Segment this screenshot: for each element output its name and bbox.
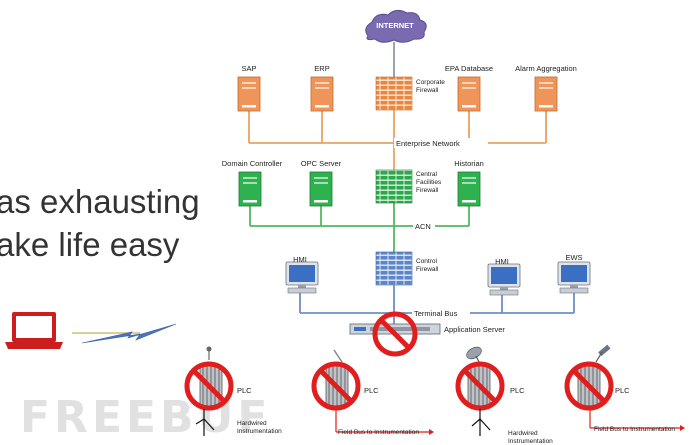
- plc-4: PLC Field Bus to Instrumentation: [564, 344, 685, 433]
- server-historian-label: Historian: [454, 159, 484, 168]
- corporate-firewall-icon: [375, 76, 413, 111]
- internet-label: INTERNET: [376, 21, 414, 30]
- server-alarm-aggregation-icon: [534, 76, 558, 112]
- plc-3: PLC Hardwired Instrumentation: [455, 346, 553, 445]
- satellite-dish-icon: [466, 346, 482, 365]
- server-opc-icon: [309, 171, 333, 207]
- central-facilities-firewall-label-2: Facilities: [416, 179, 442, 186]
- plc-1-label: PLC: [237, 386, 252, 395]
- control-firewall-icon: [375, 251, 413, 286]
- plc-3-hardwired-label-1: Hardwired: [508, 430, 538, 437]
- no-symbol-icon: [372, 311, 418, 357]
- workstation-hmi-right-label: HMI: [495, 257, 509, 266]
- terminal-bus-label: Terminal Bus: [414, 309, 458, 318]
- server-sap-label: SAP: [241, 64, 256, 73]
- acn-label: ACN: [415, 222, 431, 231]
- server-epa-database-icon: [457, 76, 481, 112]
- plc-2-label: PLC: [364, 386, 379, 395]
- corporate-firewall-label-2: Firewall: [416, 87, 439, 94]
- internet-cloud-icon: INTERNET: [365, 9, 427, 43]
- workstation-ews-icon: [557, 261, 591, 294]
- workstation-hmi-right-icon: [487, 263, 521, 296]
- corporate-firewall-label-1: Corporate: [416, 79, 445, 86]
- satellite-icon: [595, 344, 611, 363]
- terminal-bus-lines: [299, 285, 575, 328]
- workstation-ews-label: EWS: [565, 253, 582, 262]
- workstation-hmi-left-icon: [285, 261, 319, 294]
- plc-1: PLC Hardwired Instrumentation: [184, 346, 282, 436]
- slide-text-line-1: as exhausting: [0, 183, 200, 220]
- control-firewall-label-2: Firewall: [416, 266, 439, 273]
- server-historian-icon: [457, 171, 481, 207]
- application-server-label: Application Server: [444, 325, 505, 334]
- server-alarm-aggregation-label: Alarm Aggregation: [515, 64, 577, 73]
- server-erp-label: ERP: [314, 64, 329, 73]
- lightning-icon: [81, 323, 177, 344]
- central-facilities-firewall-label-3: Firewall: [416, 187, 439, 194]
- enterprise-network-label: Enterprise Network: [396, 139, 460, 148]
- workstation-hmi-left-label: HMI: [293, 255, 307, 264]
- server-erp-icon: [310, 76, 334, 112]
- plc-3-hardwired-label-2: Instrumentation: [508, 438, 553, 445]
- central-facilities-firewall-icon: [375, 169, 413, 204]
- server-sap-icon: [237, 76, 261, 112]
- laptop-icon: [5, 312, 63, 349]
- server-domain-controller-icon: [238, 171, 262, 207]
- server-epa-database-label: EPA Database: [445, 64, 493, 73]
- slide-text-line-2: ake life easy: [0, 226, 180, 263]
- server-opc-label: OPC Server: [301, 159, 342, 168]
- plc-1-hardwired-label-1: Hardwired: [237, 420, 267, 427]
- acn-network-lines: [249, 203, 470, 252]
- plc-3-label: PLC: [510, 386, 525, 395]
- plc-2: PLC Field Bus to Instrumentation: [311, 349, 434, 436]
- central-facilities-firewall-label-1: Central: [416, 171, 438, 178]
- control-firewall-label-1: Control: [416, 258, 438, 265]
- plc-1-hardwired-label-2: Instrumentation: [237, 428, 282, 435]
- plc-4-fieldbus-label: Field Bus to Instrumentation: [594, 426, 675, 433]
- plc-4-label: PLC: [615, 386, 630, 395]
- server-domain-controller-label: Domain Controller: [222, 159, 283, 168]
- plc-2-fieldbus-label: Field Bus to Instrumentation: [338, 429, 419, 436]
